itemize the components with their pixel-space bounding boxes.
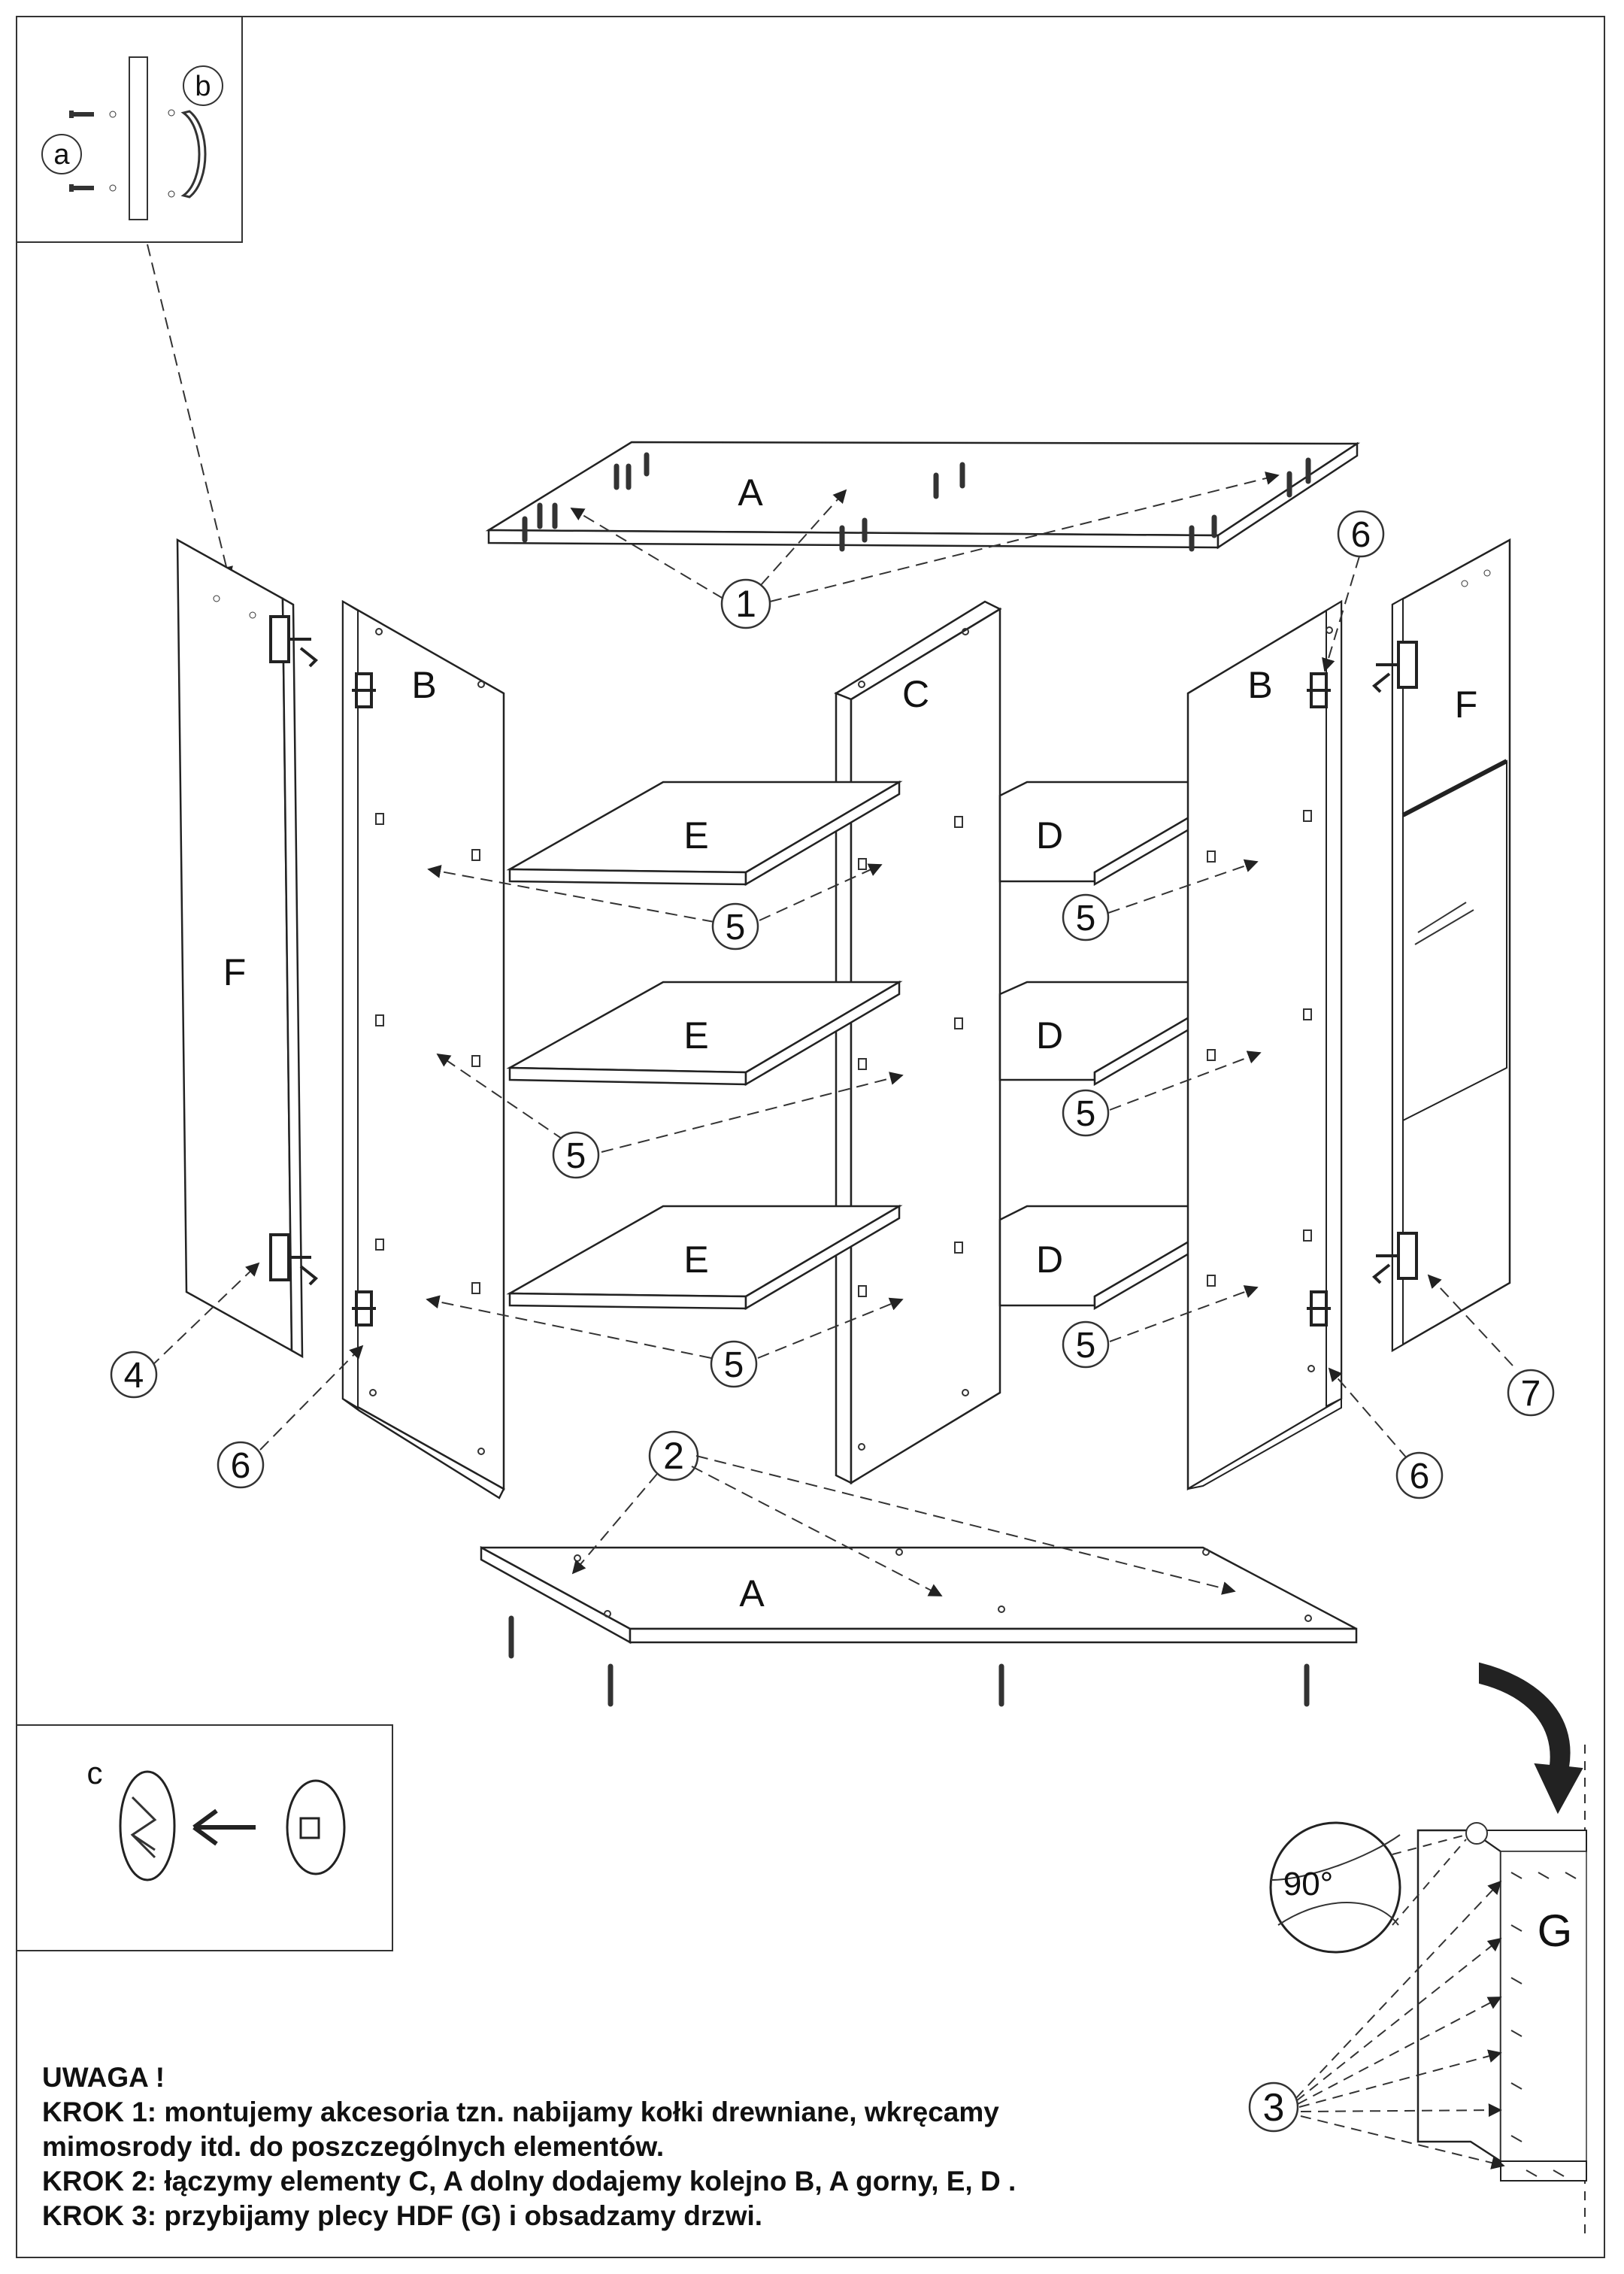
arrow-left-icon: [192, 1809, 256, 1846]
callout-3-group: 3: [1248, 1880, 1505, 2169]
callout-5-a: 5: [726, 908, 746, 948]
label-b-left: B: [411, 664, 436, 706]
connector-icon: [352, 672, 376, 708]
handle-detail-box: a b: [16, 16, 243, 243]
panel-a-top: A: [485, 441, 1361, 552]
callout-5-d: 5: [1076, 1094, 1096, 1134]
label-d-3: D: [1036, 1239, 1063, 1281]
angle-magnifier: 90°: [1269, 1821, 1467, 1954]
hinge-icon: [1372, 641, 1418, 693]
callout-7: 7: [1521, 1374, 1541, 1414]
rotate-arrow-icon: [1479, 1662, 1583, 1815]
callout-a: a: [53, 139, 70, 171]
connector-icon: [1307, 672, 1331, 708]
notes-step2: KROK 2: łączymy elementy C, A dolny doda…: [42, 2166, 1017, 2197]
label-a-top: A: [738, 471, 763, 514]
callout-6-c: 6: [1410, 1457, 1430, 1496]
angle-label: 90°: [1283, 1866, 1334, 1903]
screw-icon: [508, 1615, 1310, 1707]
label-e-2: E: [683, 1014, 708, 1057]
panel-a-bottom: A: [480, 1545, 1358, 1707]
callout-5-e: 5: [724, 1345, 744, 1385]
label-d-1: D: [1036, 814, 1063, 857]
callout-5-b: 5: [1076, 899, 1096, 938]
callouts-4-6-7: 4 6 6 6 7: [110, 510, 1555, 1499]
callout-4: 4: [124, 1356, 144, 1396]
callout-5-circles: [552, 893, 1110, 1388]
screw-icon: [69, 184, 94, 192]
callouts-5: [426, 859, 1262, 1359]
label-c: C: [902, 673, 929, 715]
page-border: [16, 16, 1605, 2258]
notes-step1-line2: mimosrody itd. do poszczególnych element…: [42, 2131, 665, 2162]
hinge-icon: [269, 1233, 318, 1286]
notes-step3: KROK 3: przybijamy plecy HDF (G) i obsad…: [42, 2200, 763, 2231]
callout-3: 3: [1263, 2086, 1285, 2130]
side-b-left: B: [341, 599, 505, 1499]
screw-icon: [69, 111, 94, 118]
callout-5-f: 5: [1076, 1326, 1096, 1366]
back-panel-g-detail: G: [1416, 1745, 1587, 2241]
callout-2: 2: [663, 1435, 684, 1477]
door-f-left: F: [176, 538, 318, 1359]
assembly-notes: UWAGA ! KROK 1: montujemy akcesoria tzn.…: [42, 2060, 1245, 2233]
cam-lock-detail-box: c: [16, 1724, 393, 1951]
label-d-2: D: [1036, 1014, 1063, 1057]
connector-icon: [352, 1290, 376, 1326]
label-f-left: F: [223, 951, 247, 993]
callout-c: c: [87, 1755, 103, 1790]
callout-6-a: 6: [231, 1446, 251, 1486]
callout-b: b: [195, 71, 211, 102]
shelves-e: [506, 780, 903, 1311]
callout-2-group: 2: [571, 1430, 1236, 1596]
label-g: G: [1538, 1906, 1573, 1956]
callout-1-group: 1: [570, 471, 1280, 629]
connector-icon: [1307, 1290, 1331, 1326]
label-a-bottom: A: [739, 1572, 765, 1615]
callout-6-b: 6: [1351, 515, 1371, 555]
callout-1: 1: [735, 583, 756, 625]
hinge-icon: [269, 615, 318, 668]
label-f-right: F: [1455, 684, 1478, 726]
callout-5-c: 5: [566, 1136, 586, 1176]
notes-step1-line1: KROK 1: montujemy akcesoria tzn. nabijam…: [42, 2097, 999, 2127]
label-b-right: B: [1247, 664, 1272, 706]
label-e-3: E: [683, 1239, 708, 1281]
center-c: C: [834, 600, 1002, 1485]
notes-heading: UWAGA !: [42, 2062, 165, 2093]
label-e-1: E: [683, 814, 708, 857]
side-b-right: B: [1186, 599, 1343, 1491]
hinge-icon: [1372, 1232, 1418, 1284]
door-f-right: F: [1372, 538, 1511, 1353]
